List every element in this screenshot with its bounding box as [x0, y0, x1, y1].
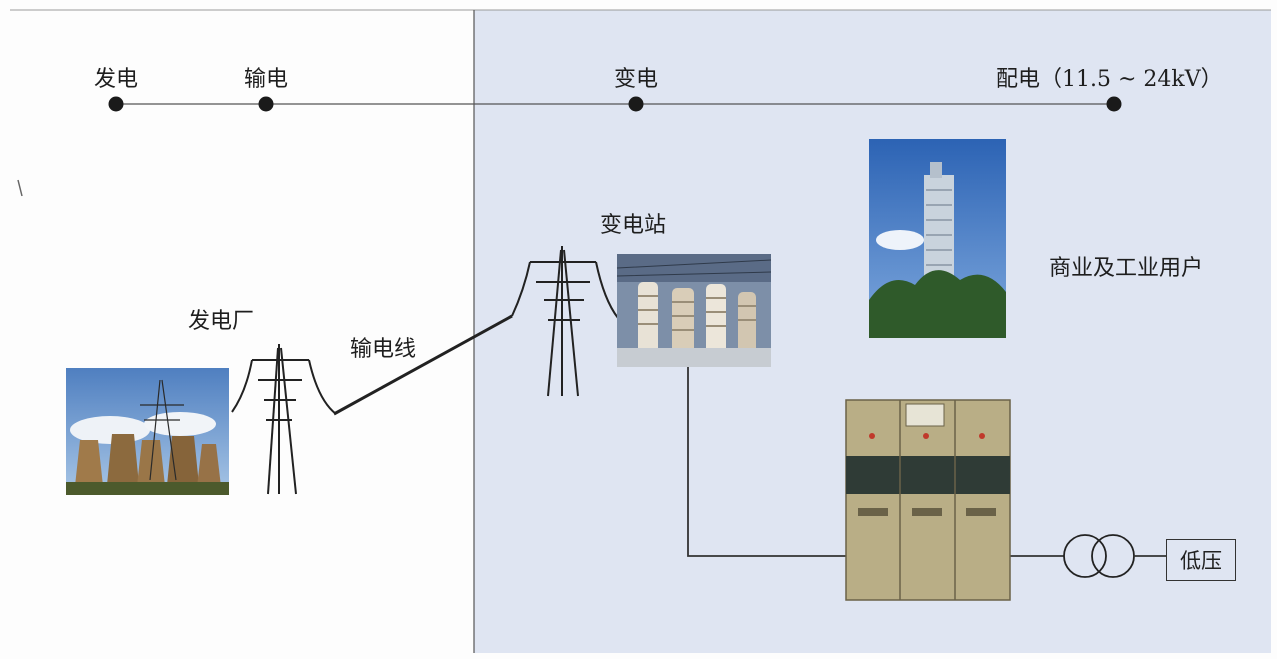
- transmission-line-label: 输电线: [350, 337, 417, 362]
- stage-label-substation: 变电: [614, 67, 659, 92]
- stage-label-generation: 发电: [94, 67, 139, 92]
- substation-label: 变电站: [600, 213, 667, 238]
- transmission-line-wire: [333, 314, 513, 416]
- stage-dot-transmission: [258, 96, 274, 112]
- low-voltage-box: 低压: [1166, 539, 1236, 581]
- building-photo: [869, 139, 1006, 338]
- substation-photo: [616, 254, 772, 367]
- left-panel: [10, 10, 474, 653]
- low-voltage-label: 低压: [1180, 549, 1222, 573]
- stage-dot-generation: [108, 96, 124, 112]
- power-plant-label: 发电厂: [188, 309, 255, 334]
- stage-dot-distribution: [1106, 96, 1122, 112]
- users-label: 商业及工业用户: [1049, 256, 1204, 281]
- power-plant-photo: [66, 368, 229, 495]
- scan-mark: [17, 179, 23, 197]
- feeder-line: [687, 366, 846, 557]
- pylon-left-icon: [231, 344, 337, 495]
- switchgear-cabinet: [845, 399, 1011, 601]
- transformer-icon: [1063, 534, 1107, 578]
- stage-label-distribution: 配电（11.5 ~ 24kV）: [996, 67, 1223, 92]
- stage-label-transmission: 输电: [244, 67, 289, 92]
- pylon-right-icon: [511, 246, 619, 397]
- stage-dot-substation: [628, 96, 644, 112]
